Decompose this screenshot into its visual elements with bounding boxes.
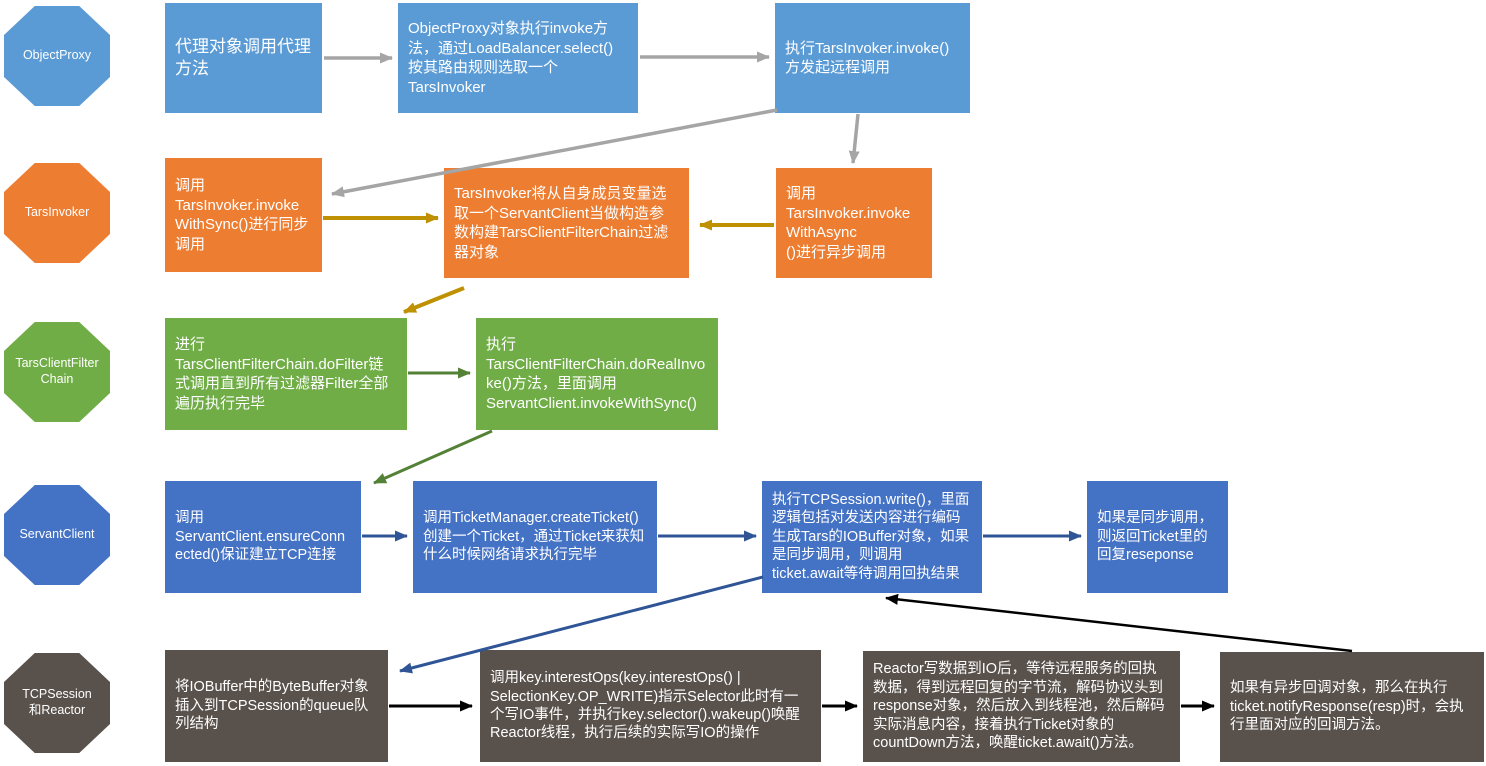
step-dofilter-chain: 进行TarsClientFilterChain.doFilter链式调用直到所有… — [165, 318, 407, 430]
step-createticket: 调用TicketManager.createTicket()创建一个Ticket… — [413, 481, 657, 593]
step-queue-bytebuffer-text: 将IOBuffer中的ByteBuffer对象插入到TCPSession的que… — [175, 679, 369, 733]
step-tcpsession-write: 执行TCPSession.write()，里面逻辑包括对发送内容进行编码生成Ta… — [762, 481, 982, 593]
step-reactor-write-decode: Reactor写数据到IO后，等待远程服务的回执数据，得到远程回复的字节流，解码… — [863, 651, 1180, 762]
step-invokewithsync: 调用TarsInvoker.invokeWithSync()进行同步调用 — [165, 158, 322, 272]
step-invokewithsync-text: 调用TarsInvoker.invokeWithSync()进行同步调用 — [175, 177, 309, 253]
step-async-callback: 如果有异步回调对象，那么在执行ticket.notifyResponse(res… — [1220, 652, 1484, 762]
step-ensureconnected: 调用ServantClient.ensureConnected()保证建立TCP… — [165, 481, 361, 593]
lane-servantclient-octagon: ServantClient — [4, 485, 110, 585]
step-proxy-method-call-text: 代理对象调用代理方法 — [175, 36, 311, 78]
step-tarsinvoker-invoke-text: 执行TarsInvoker.invoke()方发起远程调用 — [785, 39, 950, 77]
lane-tarsclientfilterchain-label: TarsClientFilter Chain — [15, 356, 99, 386]
step-interestops-wakeup-text: 调用key.interestOps(key.interestOps() | Se… — [490, 670, 800, 742]
step-ensureconnected-text: 调用ServantClient.ensureConnected()保证建立TCP… — [175, 510, 346, 564]
step-reactor-write-decode-text: Reactor写数据到IO后，等待远程服务的回执数据，得到远程回复的字节流，解码… — [873, 661, 1165, 752]
step-invokewithasync-text: 调用TarsInvoker.invokeWithAsync ()进行异步调用 — [786, 185, 911, 261]
lane-objectproxy-octagon: ObjectProxy — [4, 6, 110, 106]
step-tcpsession-write-text: 执行TCPSession.write()，里面逻辑包括对发送内容进行编码生成Ta… — [772, 491, 970, 582]
step-return-response-text: 如果是同步调用，则返回Ticket里的回复reseponse — [1097, 510, 1213, 564]
step-interestops-wakeup: 调用key.interestOps(key.interestOps() | Se… — [480, 650, 821, 762]
lane-servantclient-label: ServantClient — [19, 527, 95, 542]
step-createticket-text: 调用TicketManager.createTicket()创建一个Ticket… — [423, 510, 645, 564]
step-dofilter-chain-text: 进行TarsClientFilterChain.doFilter链式调用直到所有… — [175, 336, 389, 412]
step-dorealinvoke-text: 执行TarsClientFilterChain.doRealInvoke()方法… — [486, 336, 706, 412]
lane-tcpsession-reactor-octagon: TCPSession 和Reactor — [4, 653, 110, 753]
step-tarsinvoker-invoke: 执行TarsInvoker.invoke()方发起远程调用 — [775, 3, 970, 113]
step-dorealinvoke: 执行TarsClientFilterChain.doRealInvoke()方法… — [476, 318, 718, 430]
lane-tarsinvoker-octagon: TarsInvoker — [4, 163, 110, 263]
step-build-filterchain: TarsInvoker将从自身成员变量选取一个ServantClient当做构造… — [444, 168, 689, 278]
lane-tarsinvoker-label: TarsInvoker — [24, 205, 90, 220]
lane-objectproxy-label: ObjectProxy — [22, 48, 92, 63]
step-build-filterchain-text: TarsInvoker将从自身成员变量选取一个ServantClient当做构造… — [454, 185, 669, 261]
lane-tarsclientfilterchain-octagon: TarsClientFilter Chain — [4, 322, 110, 422]
step-return-response: 如果是同步调用，则返回Ticket里的回复reseponse — [1087, 481, 1228, 593]
step-objectproxy-invoke-loadbalancer-text: ObjectProxy对象执行invoke方法，通过LoadBalancer.s… — [408, 20, 614, 96]
arrow-filterchain-to-dofilter — [403, 286, 465, 314]
arrow-dorealinvoke-to-ensureconnected — [373, 429, 493, 485]
arrow-callback-to-write — [885, 593, 1353, 653]
step-queue-bytebuffer: 将IOBuffer中的ByteBuffer对象插入到TCPSession的que… — [165, 650, 388, 762]
step-objectproxy-invoke-loadbalancer: ObjectProxy对象执行invoke方法，通过LoadBalancer.s… — [398, 3, 638, 113]
arrow-invoke-to-invokewithasync — [848, 113, 860, 164]
lane-tcpsession-reactor-label: TCPSession 和Reactor — [22, 687, 92, 717]
step-invokewithasync: 调用TarsInvoker.invokeWithAsync ()进行异步调用 — [776, 168, 932, 278]
step-async-callback-text: 如果有异步回调对象，那么在执行ticket.notifyResponse(res… — [1230, 680, 1464, 734]
step-proxy-method-call: 代理对象调用代理方法 — [165, 3, 322, 113]
